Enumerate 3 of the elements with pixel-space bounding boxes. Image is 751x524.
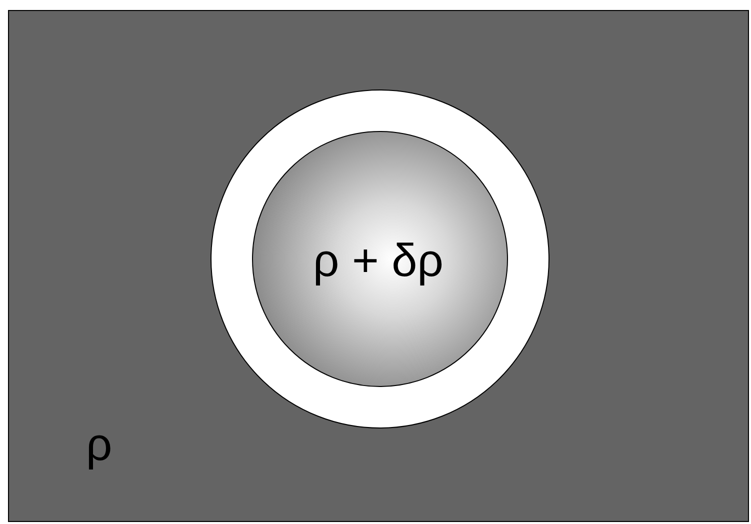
density-symbol: ρ + δρ bbox=[313, 237, 444, 283]
density-symbol: ρ bbox=[86, 421, 112, 467]
density-region bbox=[8, 10, 749, 522]
